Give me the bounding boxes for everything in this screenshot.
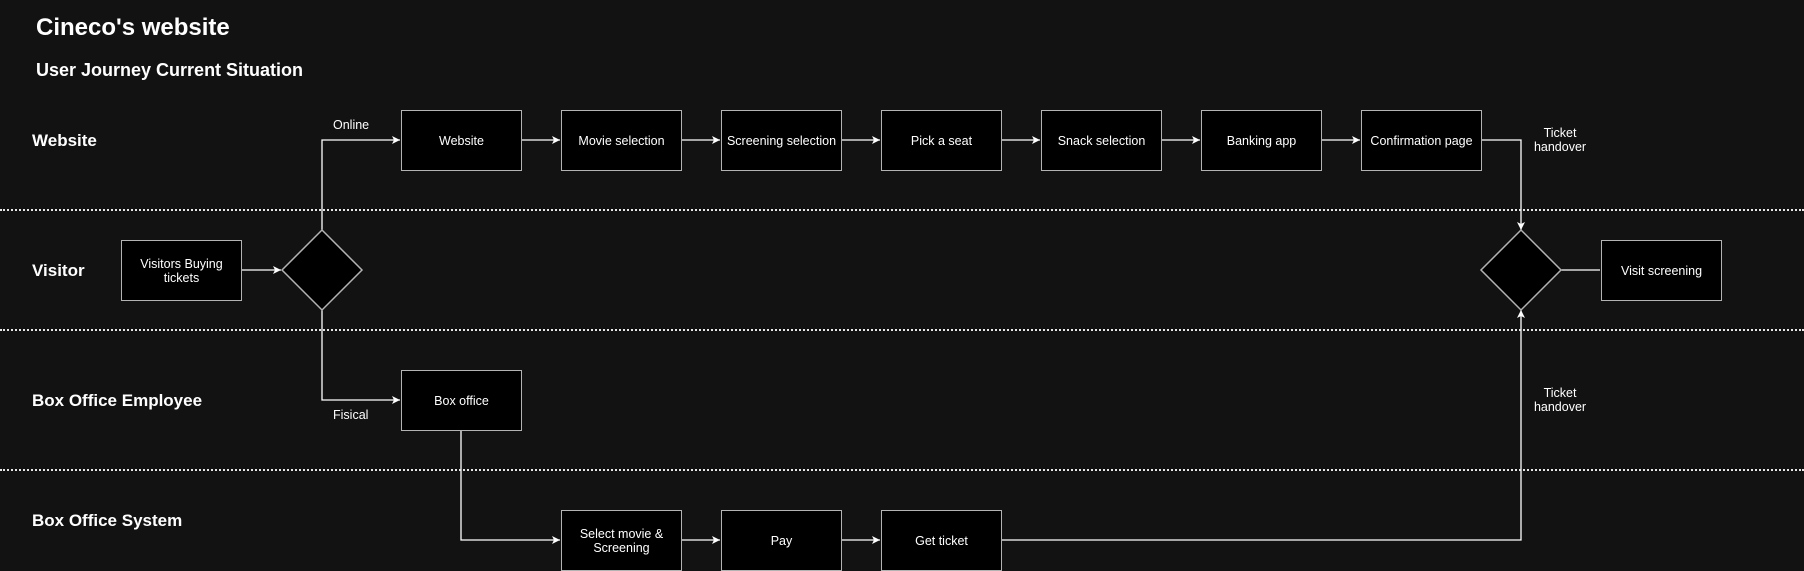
edge-get-ticket-to-decision-right [1001,310,1525,541]
edge-label-ticket-handover: Ticket handover [1533,126,1587,154]
node-select-movie-screening: Select movie & Screening [561,510,682,571]
node-visit-screening: Visit screening [1601,240,1722,301]
edge-confirmation-to-decision-right [1481,139,1525,230]
page-subtitle: User Journey Current Situation [36,60,304,80]
lane-label-box-office-system: Box Office System [32,511,183,530]
node-movie-selection: Movie selection [561,110,682,171]
lane-divider [0,329,1804,331]
page-title: Cineco's website [36,14,230,41]
node-screening-selection: Screening selection [721,110,842,171]
decision-diamond-left [280,228,364,312]
node-visitors-buying-tickets: Visitors Buying tickets [121,240,242,301]
decision-diamond-right [1479,228,1563,312]
edge-label-ticket-handover: Ticket handover [1533,386,1587,414]
lane-label-visitor: Visitor [32,261,85,280]
node-website: Website [401,110,522,171]
edge-decision-to-website [321,136,400,230]
node-confirmation-page: Confirmation page [1361,110,1482,171]
edge-decision-to-box-office [321,310,400,404]
lane-label-website: Website [32,131,97,150]
node-box-office: Box office [401,370,522,431]
node-snack-selection: Snack selection [1041,110,1162,171]
node-pick-a-seat: Pick a seat [881,110,1002,171]
lane-divider [0,209,1804,211]
node-banking-app: Banking app [1201,110,1322,171]
edge-box-office-to-select-movie [460,430,560,544]
lane-label-box-office-employee: Box Office Employee [32,391,203,410]
edge-label-online: Online [333,118,370,132]
edge-label-fisical: Fisical [333,408,369,422]
lane-divider [0,469,1804,471]
node-pay: Pay [721,510,842,571]
node-get-ticket: Get ticket [881,510,1002,571]
